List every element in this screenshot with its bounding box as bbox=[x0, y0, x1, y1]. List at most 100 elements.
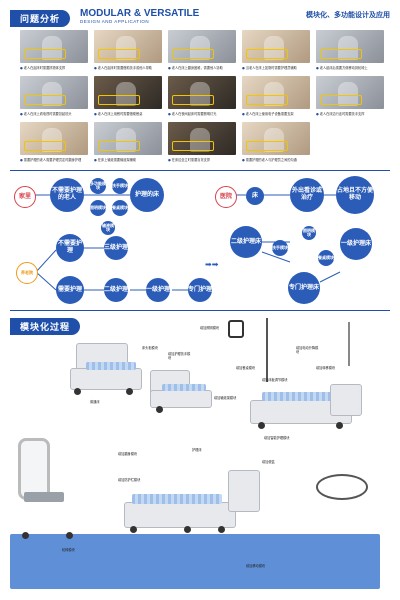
divider-mid bbox=[10, 310, 390, 311]
normal-bed-wheel-2 bbox=[126, 388, 133, 395]
caption-10: 老人在床边行走时需要扶手支撑 bbox=[316, 112, 390, 116]
flow-home-node-3: 照明模块 bbox=[90, 200, 106, 216]
photo-1 bbox=[20, 30, 88, 63]
label-l6: 增加电动升降模块 bbox=[296, 346, 319, 354]
wheel-base bbox=[316, 474, 368, 500]
bed3-side bbox=[330, 384, 362, 416]
photo-8 bbox=[168, 76, 236, 109]
subtitle-en: DESIGN AND APPLICATION bbox=[80, 19, 150, 24]
photo-13 bbox=[168, 122, 236, 155]
svg-text:➡➡: ➡➡ bbox=[205, 260, 219, 269]
flow-home-bed: 护理的床 bbox=[130, 178, 164, 212]
label-l11: 护理床 bbox=[192, 448, 202, 452]
flow-r-small-3: 餐桌模块 bbox=[318, 250, 334, 266]
label-l2: 增加护理扶手模块 bbox=[168, 352, 191, 360]
photo-9 bbox=[242, 76, 310, 109]
flow-hospital-bed: 床 bbox=[246, 187, 264, 205]
caption-1: 老人在起床时需要抓物体支撑 bbox=[20, 66, 94, 70]
label-l4: 增加输液架模块 bbox=[214, 396, 237, 400]
flow-r-small-2: 照明模块 bbox=[302, 226, 316, 240]
label-l15: 增加智能护理模块 bbox=[264, 436, 290, 440]
flow-nursing-home: 养老院 bbox=[16, 262, 38, 284]
normal-bed-wheel-1 bbox=[74, 388, 81, 395]
label-l10: 增加防护栏模块 bbox=[118, 478, 141, 482]
bed2-mattress bbox=[162, 384, 206, 391]
wheelchair-wheel-1 bbox=[22, 532, 29, 539]
photo-12 bbox=[94, 122, 162, 155]
flow-r-special: 专门护理床 bbox=[288, 272, 320, 304]
normal-bed-base bbox=[70, 368, 142, 390]
bed4-side bbox=[228, 470, 260, 512]
title-cn: 模块化、多功能设计及应用 bbox=[306, 11, 390, 19]
bed4-mattress bbox=[132, 494, 222, 504]
caption-3: 老人在床上翻身困难，需要他人协助 bbox=[168, 66, 242, 70]
photo-4 bbox=[242, 30, 310, 63]
label-l8: 增加床板调节模块 bbox=[262, 378, 288, 382]
bed3-mattress bbox=[262, 392, 342, 401]
bed4-wheel-3 bbox=[218, 526, 225, 533]
label-l9: 增加翻身模块 bbox=[118, 452, 138, 456]
section-tag-modular-process: 模块化过程 bbox=[10, 318, 81, 335]
bed4-wheel-1 bbox=[130, 526, 137, 533]
label-l14: 轮椅模块 bbox=[62, 548, 75, 552]
flow-level1: 一级护理 bbox=[146, 278, 170, 302]
bed4-wheel-2 bbox=[184, 526, 191, 533]
label-l3: 增加照明模块 bbox=[200, 326, 220, 330]
wheelchair-wheel-2 bbox=[66, 532, 73, 539]
flow-nursing-a: 不需要护理 bbox=[56, 234, 84, 262]
flow-home-node-5: 输液模块 bbox=[101, 221, 115, 235]
flow-hospital: 医院 bbox=[215, 186, 237, 208]
flow-home: 家里 bbox=[14, 186, 36, 208]
photo-6 bbox=[20, 76, 88, 109]
caption-9: 老人在床上使用电子设备需要支架 bbox=[242, 112, 316, 116]
caption-11: 需要护理的老人需要护理员定时翻身护理 bbox=[20, 158, 94, 162]
label-l1: 床头柜模块 bbox=[142, 346, 158, 350]
iv-pole bbox=[266, 318, 268, 382]
lamp-icon bbox=[228, 320, 244, 338]
divider-top bbox=[10, 170, 390, 171]
photo-3 bbox=[168, 30, 236, 63]
bed3-wheel-1 bbox=[258, 422, 265, 429]
flow-r-small-1: 扶手模块 bbox=[272, 240, 288, 256]
bottom-band bbox=[10, 534, 380, 589]
flow-nursing-b: 需要护理 bbox=[56, 276, 84, 304]
caption-2: 老人在起床时需要借助扶手或他人帮助 bbox=[94, 66, 168, 70]
caption-7: 老人在床上用餐时需要借助餐桌 bbox=[94, 112, 168, 116]
caption-13: 在床边坐立时需要靠背支撑 bbox=[168, 158, 242, 162]
flow-home-node-2: 扶手模块 bbox=[112, 178, 128, 194]
flow-special: 专门护理 bbox=[188, 278, 212, 302]
caption-4: 当老人在床上如厕时需要护理员辅助 bbox=[242, 66, 316, 70]
photo-11 bbox=[20, 122, 88, 155]
bed2-wheel bbox=[156, 406, 163, 413]
flow-hospital-goal: 外出看诊或治疗 bbox=[290, 178, 324, 212]
flow-connectors: ➡➡ bbox=[34, 194, 341, 291]
flow-hospital-need: 占地且不方便移动 bbox=[336, 176, 374, 214]
photo-10 bbox=[316, 76, 384, 109]
photo-7 bbox=[94, 76, 162, 109]
photo-5 bbox=[316, 30, 384, 63]
caption-12: 在床上输液需要输液架辅助 bbox=[94, 158, 168, 162]
flow-level3: 三级护理 bbox=[104, 236, 128, 260]
flow-home-node-4: 餐桌模块 bbox=[112, 200, 128, 216]
label-l12: 增加移动模块 bbox=[246, 564, 266, 568]
wheelchair-seat bbox=[24, 492, 64, 502]
caption-14: 需要护理的老人与护理员之间的沟通 bbox=[242, 158, 316, 162]
flow-home-node-1: 多功能模块 bbox=[90, 178, 106, 194]
flow-level2: 二级护理 bbox=[104, 278, 128, 302]
title-en: MODULAR & VERSATILE bbox=[80, 8, 200, 19]
caption-8: 老人在夜间起床时需要照明灯光 bbox=[168, 112, 242, 116]
bed4-base bbox=[124, 502, 236, 528]
caption-6: 老人在床上看电视时需要扶起枕头 bbox=[20, 112, 94, 116]
flow-r-level1: 一级护理床 bbox=[340, 228, 372, 260]
flow-home-target: 不需要护理的老人 bbox=[50, 178, 84, 212]
monitor-stand bbox=[348, 322, 350, 366]
flow-r-level2: 二级护理床 bbox=[230, 226, 262, 258]
normal-bed-mattress bbox=[86, 362, 136, 370]
label-l13: 增加便盆 bbox=[262, 460, 275, 464]
section-tag-problem-analysis: 问题分析 bbox=[10, 10, 71, 27]
wheelchair-back bbox=[18, 438, 50, 500]
photo-14 bbox=[242, 122, 310, 155]
label-l5: 增加餐桌模块 bbox=[236, 366, 256, 370]
label-normal-bed: 普通床 bbox=[90, 400, 100, 404]
caption-5: 老人起床后需要方便移动到轮椅上 bbox=[316, 66, 390, 70]
